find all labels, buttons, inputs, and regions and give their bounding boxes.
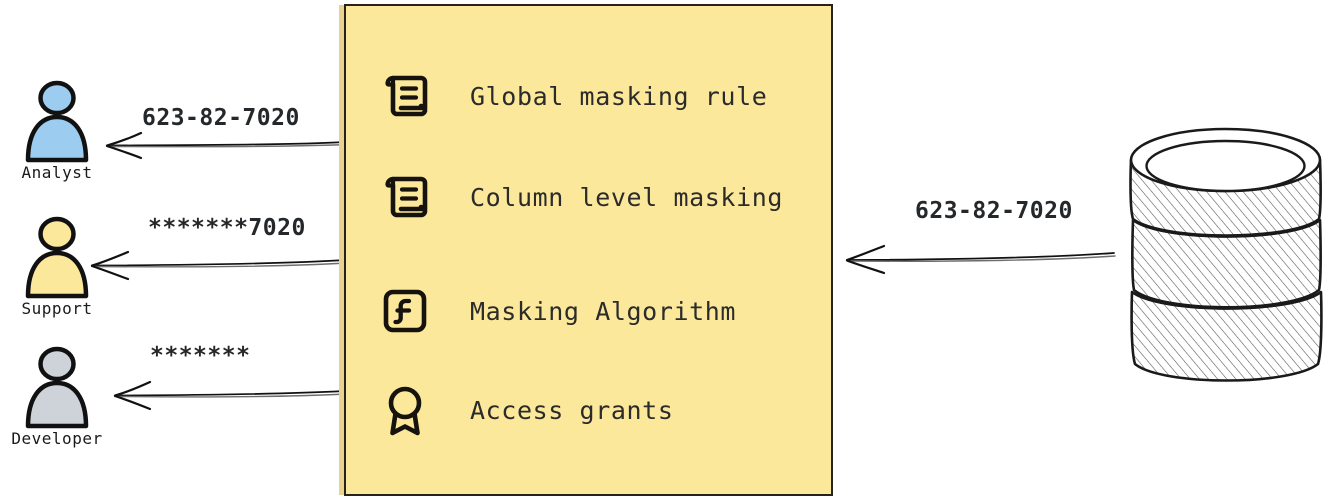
arrow-to-analyst [100, 126, 350, 162]
policy-row[interactable]: Global masking rule [376, 63, 767, 129]
person-icon [21, 216, 93, 299]
arrow-to-support [85, 246, 350, 282]
consumer-role-label: Support [21, 299, 93, 318]
consumer-role-label: Analyst [21, 163, 93, 182]
policy-row-label: Column level masking [470, 182, 784, 212]
arrow-label-database: 623-82-7020 [915, 198, 1073, 224]
policy-row-label: Access grants [470, 395, 674, 425]
arrow-label-support: *******7020 [148, 215, 306, 241]
arrow-label-analyst: 623-82-7020 [142, 105, 300, 131]
person-icon [21, 80, 93, 163]
function-box-icon [376, 282, 434, 340]
scroll-document-icon [376, 168, 434, 226]
person-icon [21, 346, 93, 429]
consumer-analyst[interactable]: Analyst [2, 80, 112, 182]
consumer-developer[interactable]: Developer [2, 346, 112, 448]
policy-row[interactable]: Access grants [376, 377, 673, 443]
arrow-from-database [838, 240, 1118, 276]
scroll-document-icon [376, 67, 434, 125]
database-cylinder-icon[interactable] [1122, 124, 1330, 394]
arrow-to-developer [108, 376, 348, 412]
award-ribbon-icon [376, 381, 434, 439]
policy-card: Global masking rule Column level masking [344, 4, 833, 496]
policy-row-label: Global masking rule [470, 81, 768, 111]
arrow-label-developer: ******* [150, 343, 251, 369]
policy-row[interactable]: Column level masking [376, 164, 783, 230]
policy-row[interactable]: Masking Algorithm [376, 278, 736, 344]
consumer-role-label: Developer [11, 429, 103, 448]
consumer-support[interactable]: Support [2, 216, 112, 318]
policy-row-label: Masking Algorithm [470, 296, 737, 326]
